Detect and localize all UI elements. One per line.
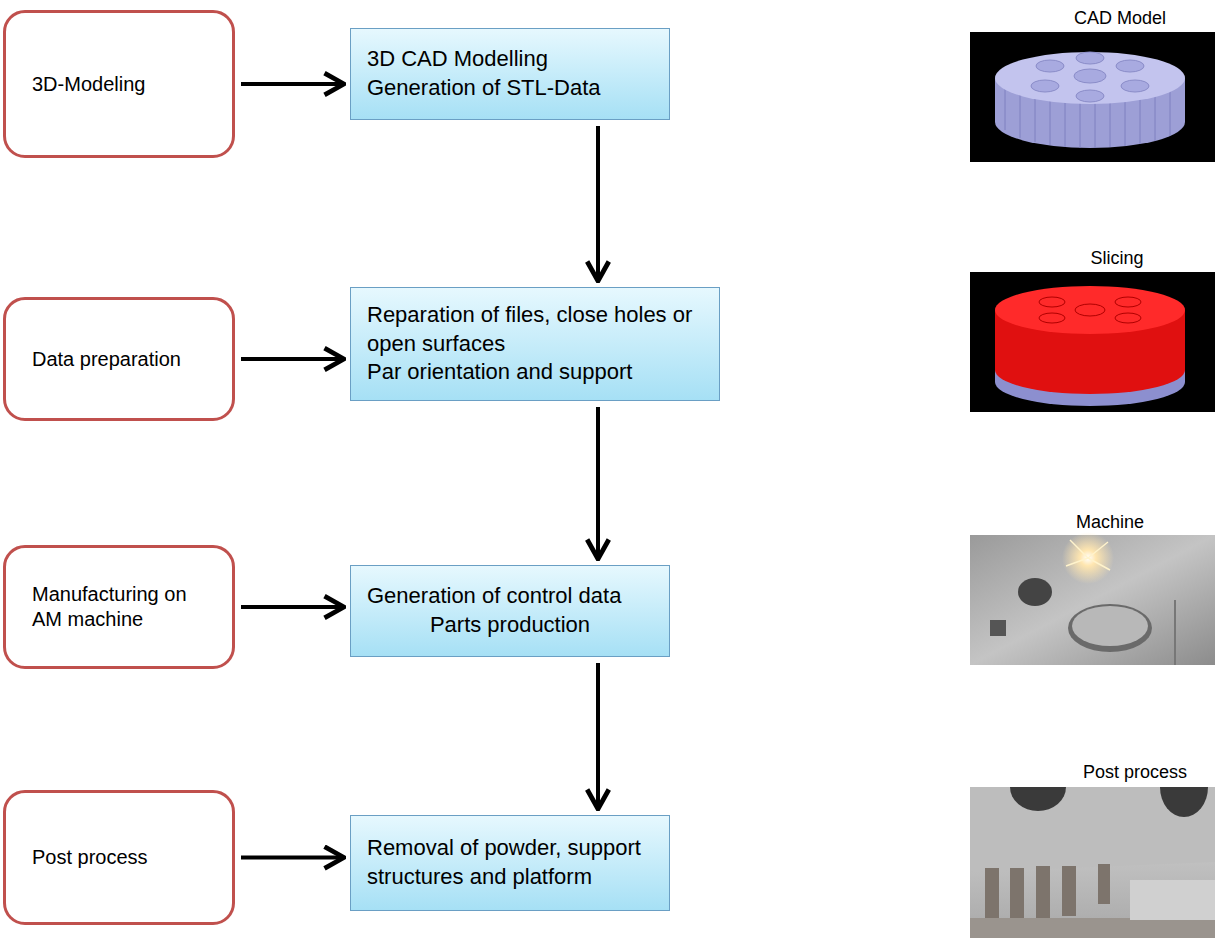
cad-model-picture <box>970 32 1215 162</box>
slicing-picture <box>970 272 1215 412</box>
flow-arrow <box>596 407 600 559</box>
box-text: Data preparation <box>32 347 218 372</box>
flow-arrow <box>241 82 344 86</box>
process-box: Reparation of files, close holes or open… <box>350 287 720 401</box>
box-text: Generation of STL-Data <box>367 74 653 103</box>
machine-picture <box>970 532 1215 665</box>
box-text: 3D CAD Modelling <box>367 45 653 74</box>
flow-arrow <box>596 126 600 281</box>
text-group: Post process <box>32 845 218 870</box>
box-text: Parts production <box>367 611 653 640</box>
picture-caption: Machine <box>1076 512 1144 533</box>
text-group: Manufacturing on AM machine <box>32 582 218 632</box>
stage-box: Data preparation <box>3 297 235 421</box>
flow-arrow <box>241 357 344 361</box>
picture-caption: CAD Model <box>1074 8 1166 29</box>
flow-arrow <box>596 663 600 809</box>
text-group: 3D-Modeling <box>32 72 218 97</box>
text-group: 3D CAD ModellingGeneration of STL-Data <box>367 45 653 102</box>
picture-caption: Slicing <box>1090 248 1143 269</box>
flow-arrow <box>241 605 344 609</box>
text-group: Generation of control dataParts producti… <box>367 582 653 639</box>
stage-box: 3D-Modeling <box>3 10 235 158</box>
picture-caption: Post process <box>1083 762 1187 783</box>
process-box: Generation of control dataParts producti… <box>350 565 670 657</box>
box-text: 3D-Modeling <box>32 72 218 97</box>
text-group: Removal of powder, support structures an… <box>367 834 653 891</box>
text-group: Data preparation <box>32 347 218 372</box>
box-text: Manufacturing on AM machine <box>32 582 218 632</box>
post-process-picture <box>970 787 1215 938</box>
box-text: Reparation of files, close holes or open… <box>367 301 703 358</box>
box-text: Generation of control data <box>367 582 653 611</box>
stage-box: Manufacturing on AM machine <box>3 545 235 669</box>
flow-arrow <box>241 856 344 860</box>
text-group: Reparation of files, close holes or open… <box>367 301 703 387</box>
box-text: Post process <box>32 845 218 870</box>
box-text: Par orientation and support <box>367 358 703 387</box>
stage-box: Post process <box>3 790 235 925</box>
box-text: Removal of powder, support structures an… <box>367 834 653 891</box>
process-box: Removal of powder, support structures an… <box>350 815 670 911</box>
process-box: 3D CAD ModellingGeneration of STL-Data <box>350 28 670 120</box>
